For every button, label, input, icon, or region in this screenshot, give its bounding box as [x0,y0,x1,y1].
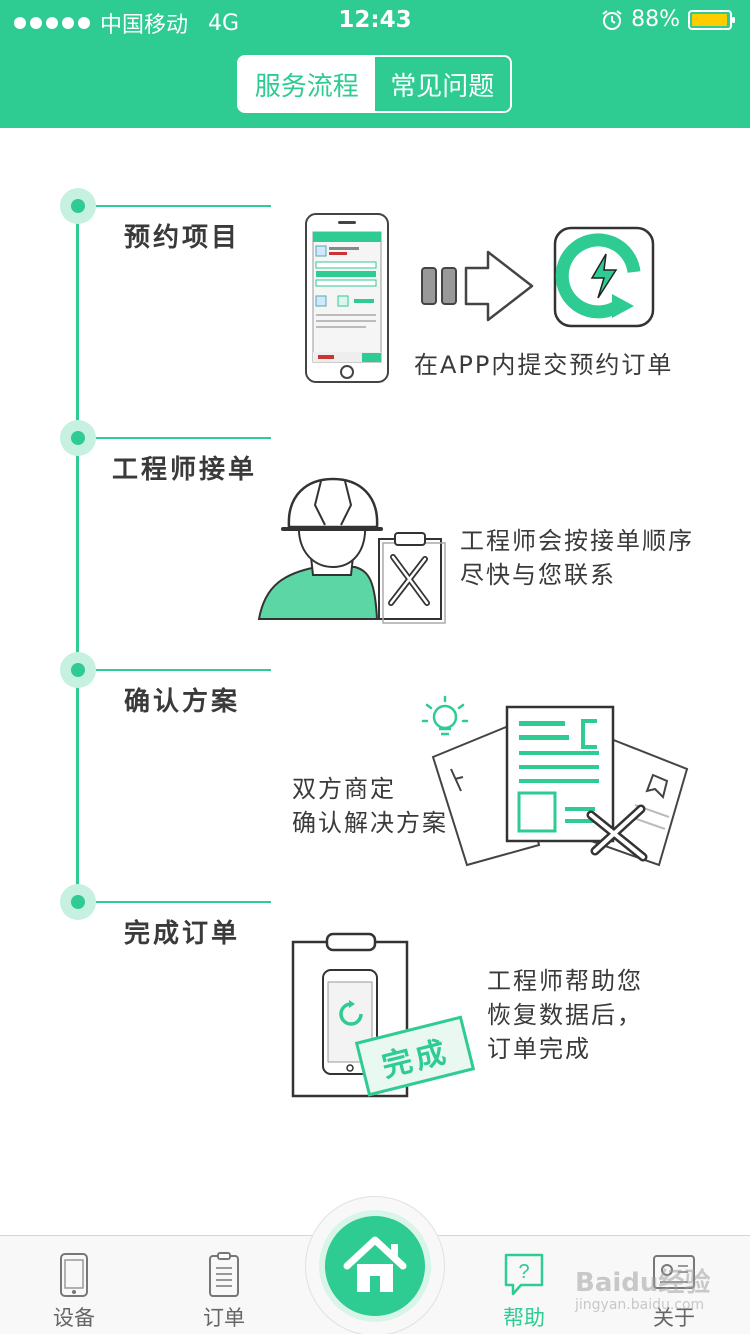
segmented-control: 服务流程 常见问题 [237,55,512,113]
step-title-confirm: 确认方案 [124,687,241,717]
timeline-rule [96,669,271,671]
tab-about-label: 关于 [653,1306,695,1330]
about-icon [653,1255,695,1289]
timeline-node [60,884,96,920]
timeline-line [76,206,79,902]
network-type: 4G [208,10,240,36]
svg-text:?: ? [518,1261,529,1283]
step-caption-confirm: 双方商定 确认解决方案 [292,775,448,837]
tab-devices-label: 设备 [53,1306,95,1330]
tab-help[interactable]: ? 帮助 [464,1246,584,1332]
status-bar: 中国移动 4G 12:43 88% [0,0,750,40]
tab-orders[interactable]: 订单 [164,1246,284,1332]
signal-strength-icon [14,17,90,29]
done-stamp-label: 完成 [378,1034,454,1085]
tab-orders-label: 订单 [203,1306,245,1330]
battery-icon [688,9,735,30]
step-title-book: 预约项目 [124,223,241,253]
engineer-illustration [257,477,446,624]
tab-devices[interactable]: 设备 [14,1246,134,1332]
step-title-accept: 工程师接单 [112,455,258,485]
timeline-node [60,652,96,688]
tab-service-process[interactable]: 服务流程 [239,57,375,111]
timeline-node [60,420,96,456]
tab-faq[interactable]: 常见问题 [374,57,510,111]
carrier-name: 中国移动 [100,13,189,38]
battery-percent: 88% [631,7,680,32]
step-caption-complete: 工程师帮助您 恢复数据后， 订单完成 [487,967,643,1063]
tab-about[interactable]: 关于 [614,1246,734,1332]
status-time: 12:43 [338,7,412,33]
timeline-rule [96,437,271,439]
tab-help-label: 帮助 [503,1306,545,1330]
timeline-node [60,188,96,224]
step-caption-book: 在APP内提交预约订单 [414,351,674,379]
help-icon: ? [504,1253,544,1296]
step-caption-accept: 工程师会按接单顺序 尽快与您联系 [460,527,694,589]
home-button[interactable] [325,1216,425,1316]
step-title-complete: 完成订单 [124,919,241,949]
plan-documents-illustration [421,695,689,867]
alarm-clock-icon [602,9,622,30]
clipboard-icon [209,1252,239,1297]
phone-icon [60,1253,88,1297]
app-order-illustration [305,213,655,383]
timeline-rule [96,901,271,903]
timeline-rule [96,205,271,207]
app-header: 中国移动 4G 12:43 88% 服务流程 常见问题 [0,0,750,128]
home-icon [343,1236,407,1292]
